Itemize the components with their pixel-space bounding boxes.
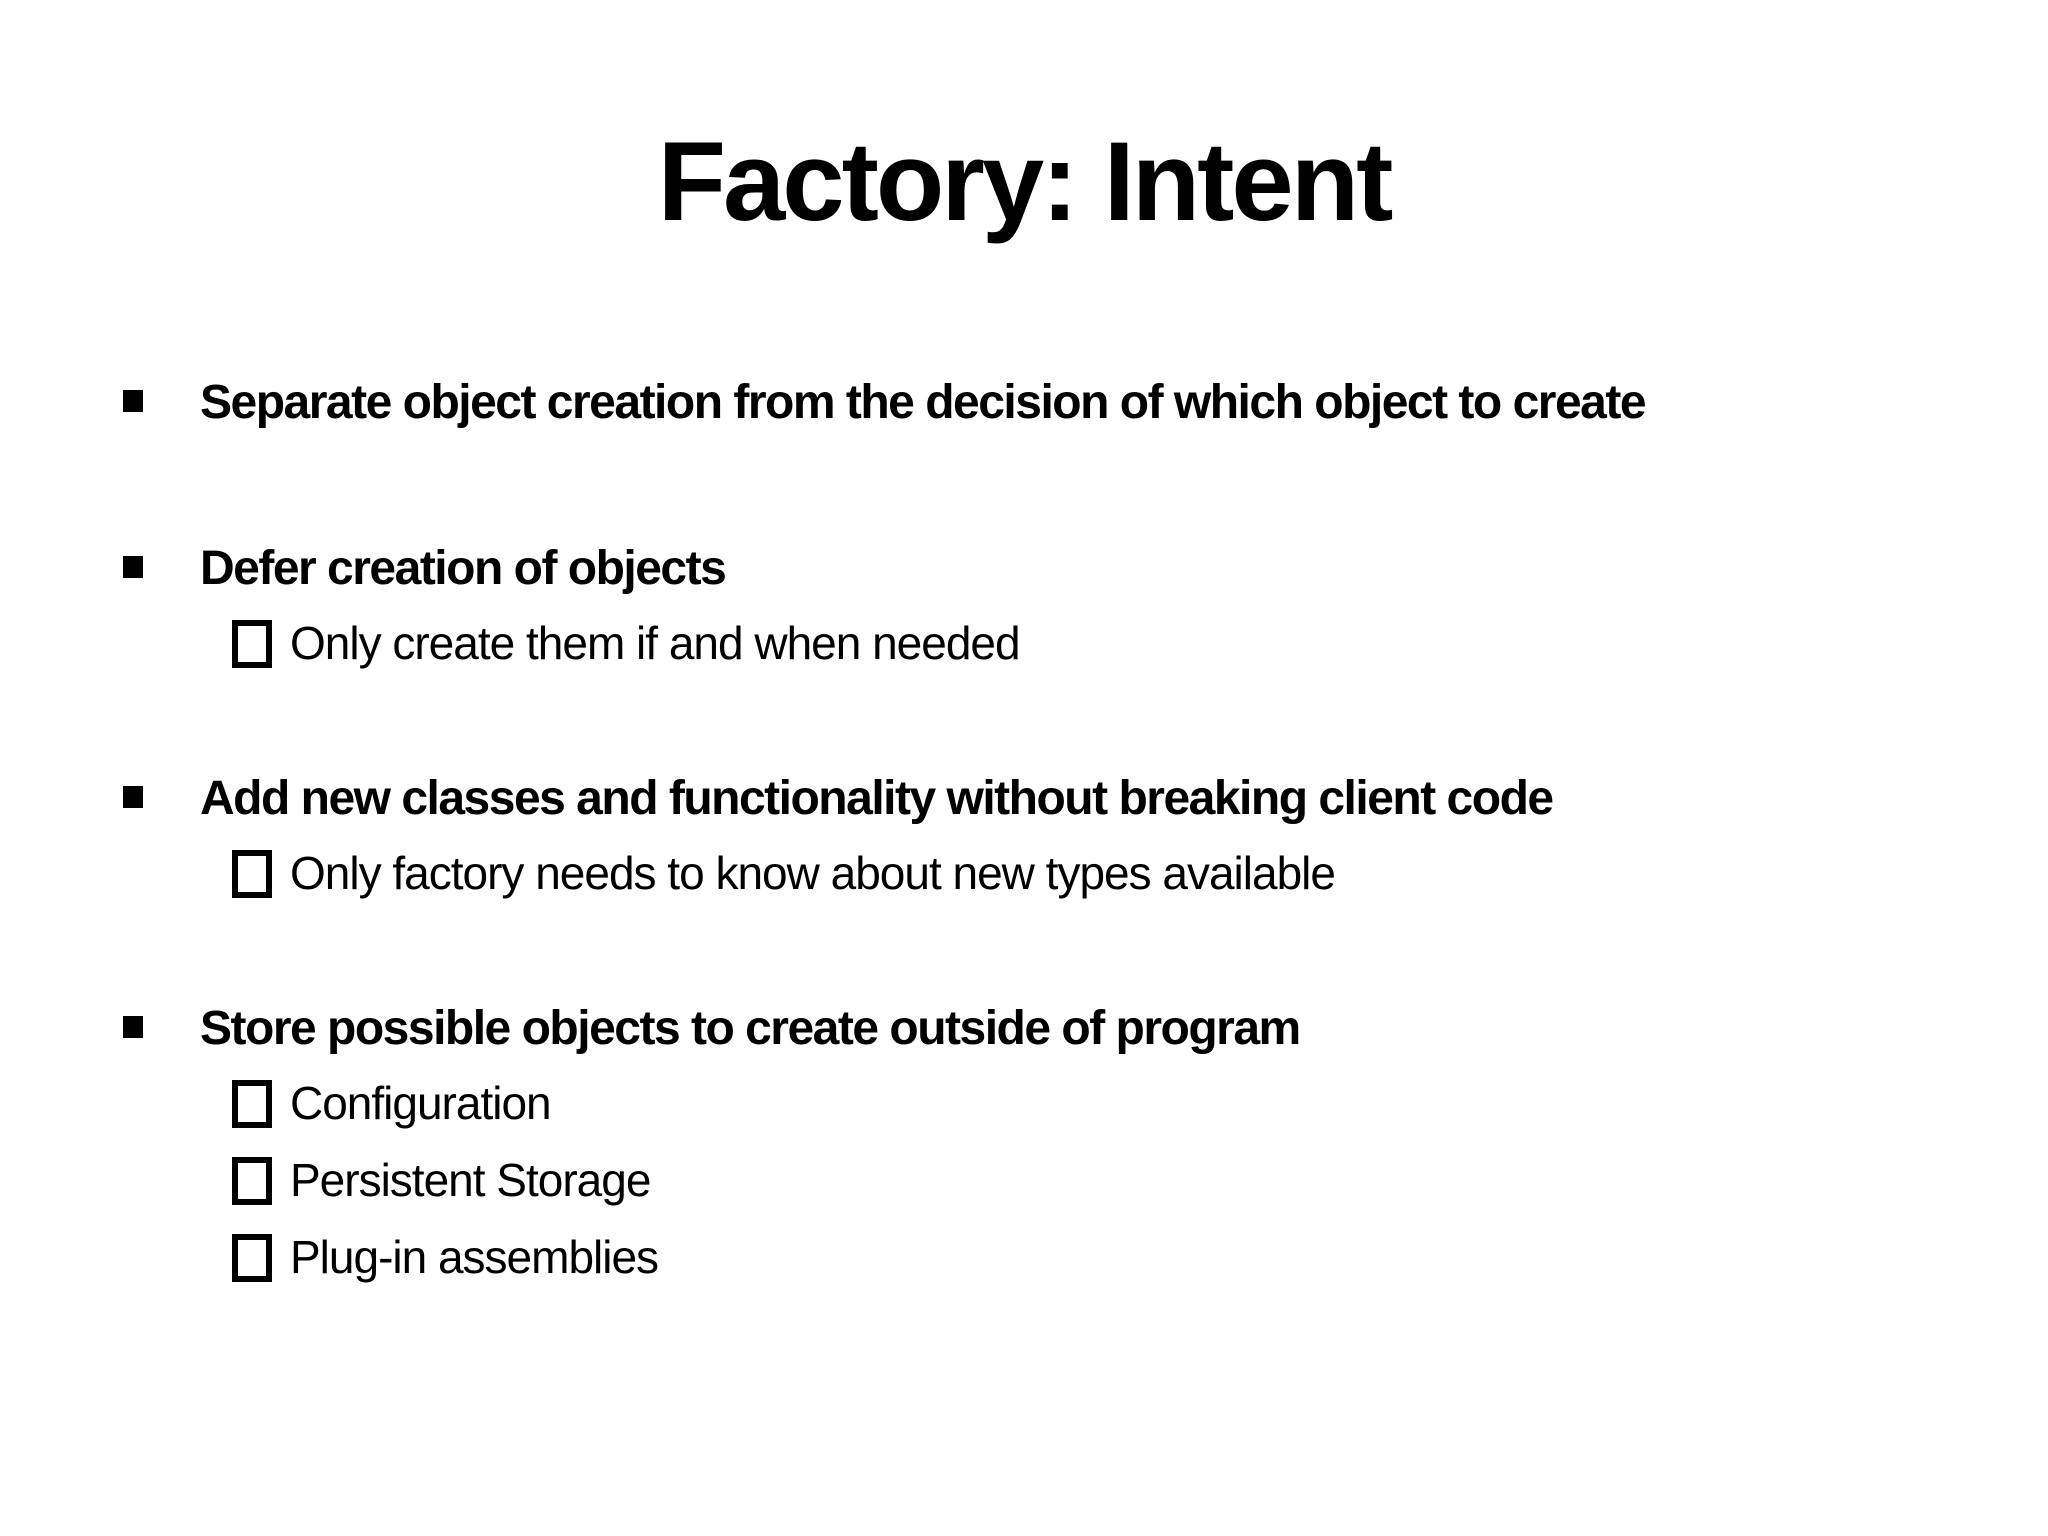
- open-square-checkbox-icon: [232, 1080, 272, 1128]
- open-square-checkbox-icon: [232, 620, 272, 668]
- slide-title: Factory: Intent: [657, 119, 1394, 244]
- filled-square-bullet-icon: [123, 556, 143, 578]
- open-square-checkbox-icon: [232, 850, 272, 898]
- bullet-text: Defer creation of objects: [200, 542, 727, 595]
- bullet-text: Separate object creation from the decisi…: [200, 376, 1647, 429]
- open-square-checkbox-icon: [232, 1234, 272, 1282]
- bullet-text: Store possible objects to create outside…: [200, 1002, 1301, 1055]
- sub-bullet-text: Configuration: [290, 1077, 552, 1129]
- bullet-text: Add new classes and functionality withou…: [200, 772, 1554, 825]
- filled-square-bullet-icon: [123, 786, 143, 808]
- filled-square-bullet-icon: [123, 1016, 143, 1038]
- sub-bullet-text: Only create them if and when needed: [290, 617, 1021, 669]
- filled-square-bullet-icon: [123, 390, 143, 412]
- sub-bullet-text: Only factory needs to know about new typ…: [290, 847, 1336, 899]
- sub-bullet-text: Persistent Storage: [290, 1154, 651, 1206]
- open-square-checkbox-icon: [232, 1157, 272, 1205]
- sub-bullet-text: Plug-in assemblies: [290, 1231, 659, 1283]
